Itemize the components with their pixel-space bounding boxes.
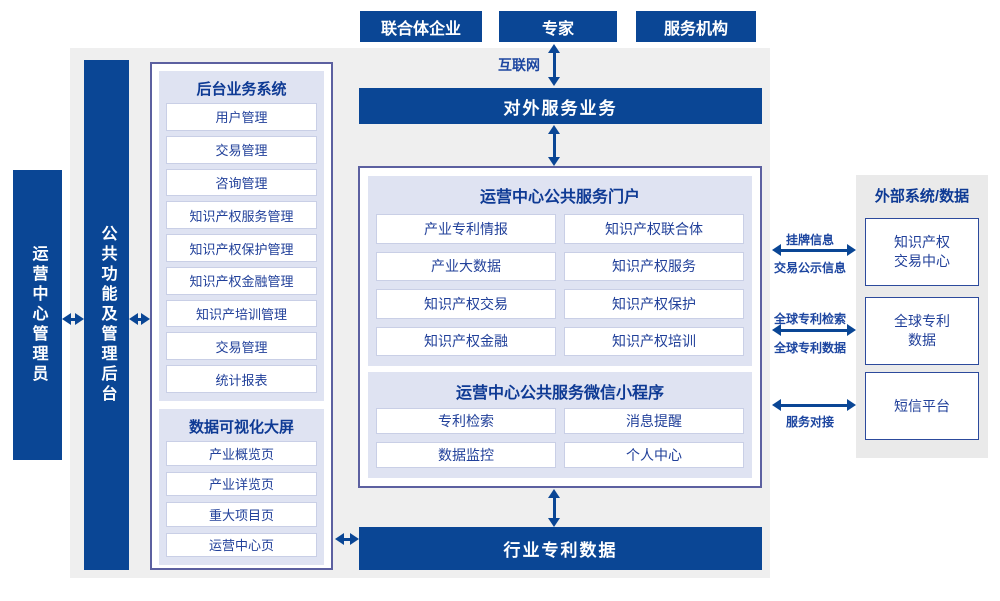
portal-item: 产业专利情报: [376, 214, 556, 244]
backend-system-panel: 后台业务系统 用户管理 交易管理 咨询管理 知识产权服务管理 知识产权保护管理 …: [159, 71, 324, 401]
backend-system-title: 后台业务系统: [196, 81, 287, 98]
global-patent-double-arrow: [772, 324, 856, 336]
industry-patent-data-bar: 行业专利数据: [359, 527, 762, 570]
dashboard-items: 产业概览页 产业详览页 重大项目页 运营中心页: [166, 441, 317, 557]
external-service-bar: 对外服务业务: [359, 88, 762, 124]
link-label-global-patent-search: 全球专利检索: [773, 312, 846, 326]
ext-box-sms-platform: 短信平台: [865, 372, 979, 440]
actor-service-agencies: 服务机构: [636, 11, 756, 42]
adminbox-patentdata-double-arrow: [335, 533, 359, 545]
portal-item: 知识产权联合体: [564, 214, 744, 244]
backend-item: 知识产权服务管理: [166, 201, 317, 230]
dashboard-panel: 数据可视化大屏 产业概览页 产业详览页 重大项目页 运营中心页: [159, 409, 324, 565]
portal-box: 运营中心公共服务门户 产业专利情报 知识产权联合体 产业大数据 知识产权服务 知…: [358, 166, 762, 488]
backend-system-items: 用户管理 交易管理 咨询管理 知识产权服务管理 知识产权保护管理 知识产权金融管…: [166, 103, 317, 394]
backend-functions-bar: 公共功能及管理后台: [84, 60, 129, 570]
miniprogram-panel: 运营中心公共服务微信小程序 专利检索 消息提醒 数据监控 个人中心: [368, 372, 752, 478]
miniprogram-item: 个人中心: [564, 442, 744, 468]
internet-double-arrow: [548, 44, 560, 86]
backend-item: 交易管理: [166, 332, 317, 361]
portal-panel: 运营中心公共服务门户 产业专利情报 知识产权联合体 产业大数据 知识产权服务 知…: [368, 176, 752, 366]
miniprogram-item: 数据监控: [376, 442, 556, 468]
link-label-trade-publicity: 交易公示信息: [773, 261, 846, 275]
external-systems-panel: 外部系统/数据 知识产权 交易中心 全球专利 数据 短信平台: [856, 175, 988, 458]
actor-experts: 专家: [499, 11, 617, 42]
ext-box-global-patent-data: 全球专利 数据: [865, 297, 979, 365]
dashboard-item: 重大项目页: [166, 502, 317, 527]
portal-patentdata-double-arrow: [548, 489, 560, 527]
portal-item: 知识产权保护: [564, 289, 744, 319]
ext-box-ip-exchange: 知识产权 交易中心: [865, 218, 979, 286]
link-label-global-patent-data: 全球专利数据: [773, 341, 846, 355]
miniprogram-item: 专利检索: [376, 408, 556, 434]
backend-item: 交易管理: [166, 135, 317, 164]
internet-label: 互联网: [498, 57, 540, 73]
backend-item: 统计报表: [166, 365, 317, 394]
actor-consortium-enterprises: 联合体企业: [360, 11, 482, 42]
external-systems-title: 外部系统/数据: [874, 188, 970, 205]
miniprogram-items: 专利检索 消息提醒 数据监控 个人中心: [376, 408, 744, 468]
miniprogram-title: 运营中心公共服务微信小程序: [455, 385, 664, 402]
miniprogram-item: 消息提醒: [564, 408, 744, 434]
backend-item: 知识产权金融管理: [166, 266, 317, 295]
portal-item: 知识产权服务: [564, 251, 744, 281]
dashboard-item: 产业详览页: [166, 471, 317, 496]
link-label-listing-info: 挂牌信息: [785, 233, 834, 247]
service-portal-double-arrow: [548, 125, 560, 166]
portal-items: 产业专利情报 知识产权联合体 产业大数据 知识产权服务 知识产权交易 知识产权保…: [376, 214, 744, 356]
backend-adminbox-double-arrow: [129, 313, 150, 325]
portal-item: 知识产权培训: [564, 326, 744, 356]
portal-item: 产业大数据: [376, 251, 556, 281]
ip-exchange-double-arrow: [772, 244, 856, 256]
backend-item: 咨询管理: [166, 168, 317, 197]
backend-item: 知识产培训管理: [166, 299, 317, 328]
backend-item: 知识产权保护管理: [166, 234, 317, 262]
dashboard-item: 产业概览页: [166, 441, 317, 466]
sms-platform-double-arrow: [772, 399, 856, 411]
backend-item: 用户管理: [166, 103, 317, 131]
portal-title: 运营中心公共服务门户: [479, 189, 640, 206]
operator-role-bar: 运营中心管理员: [13, 170, 62, 460]
dashboard-item: 运营中心页: [166, 532, 317, 557]
operator-backend-double-arrow: [62, 313, 84, 325]
portal-item: 知识产权金融: [376, 326, 556, 356]
dashboard-title: 数据可视化大屏: [188, 419, 294, 436]
admin-system-box: 后台业务系统 用户管理 交易管理 咨询管理 知识产权服务管理 知识产权保护管理 …: [150, 62, 333, 570]
portal-item: 知识产权交易: [376, 289, 556, 319]
link-label-service-integration: 服务对接: [785, 415, 834, 429]
